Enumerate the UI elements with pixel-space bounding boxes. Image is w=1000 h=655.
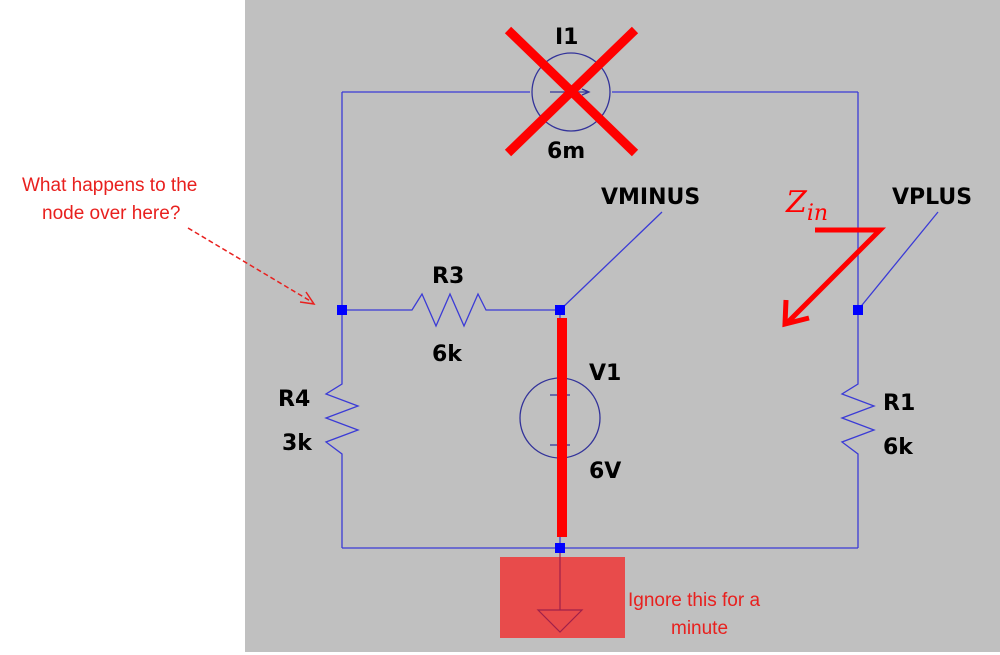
- question-arrow-dashed: [187, 227, 313, 303]
- zin-main: Z: [785, 185, 808, 220]
- ignore-line2: minute: [671, 618, 728, 639]
- schematic-canvas: [245, 0, 1000, 652]
- resistor-r3: [405, 292, 490, 328]
- current-source-i1: [531, 52, 611, 132]
- node-vminus: [555, 305, 565, 315]
- zin-arrow-icon: [786, 227, 887, 324]
- zin-subscript: in: [807, 201, 828, 226]
- node-vplus: [853, 305, 863, 315]
- vplus-leader: [857, 211, 939, 311]
- ignore-line1: Ignore this for a: [628, 590, 760, 611]
- r4-name: R4: [278, 387, 310, 412]
- ignore-box: [500, 557, 625, 638]
- vminus-leader: [559, 211, 663, 311]
- node-ground: [555, 543, 565, 553]
- zin-label: Zin: [785, 185, 828, 226]
- v1-value: 6V: [589, 459, 621, 484]
- vminus-label: VMINUS: [601, 185, 700, 210]
- question-line2: node over here?: [42, 203, 180, 224]
- r1-value: 6k: [883, 435, 914, 460]
- v1-name: V1: [589, 361, 621, 386]
- r3-value: 6k: [432, 342, 463, 367]
- resistor-r1: [840, 378, 876, 462]
- vplus-label: VPLUS: [892, 185, 972, 210]
- r3-name: R3: [432, 264, 464, 289]
- i1-value: 6m: [547, 139, 585, 164]
- r4-value: 3k: [282, 431, 313, 456]
- cross-out-icon-stroke: [504, 26, 639, 157]
- question-line1: What happens to the: [22, 175, 197, 196]
- r1-name: R1: [883, 391, 915, 416]
- i1-name: I1: [555, 25, 579, 50]
- resistor-r4: [324, 378, 360, 462]
- zin-arrowhead: [782, 299, 810, 328]
- question-arrowhead: [299, 291, 316, 305]
- ground-icon: [536, 553, 584, 633]
- node-left: [337, 305, 347, 315]
